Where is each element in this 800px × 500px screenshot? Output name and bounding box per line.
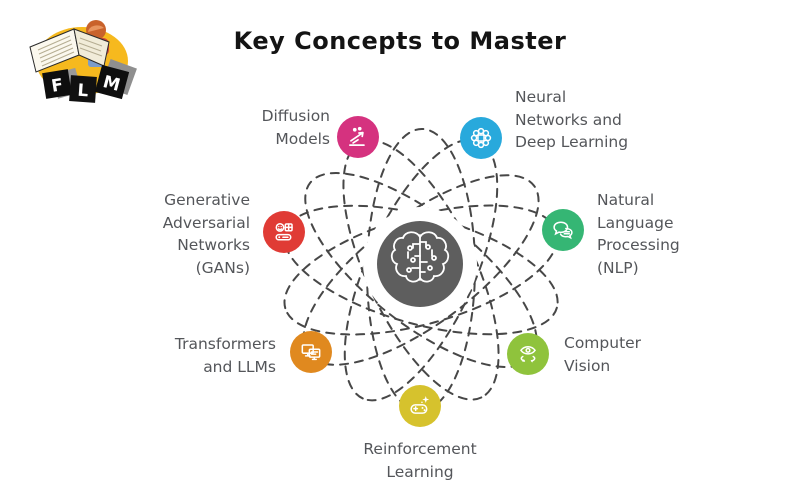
adversarial-icon bbox=[275, 223, 293, 241]
page-title: Key Concepts to Master bbox=[233, 27, 567, 55]
chat-bubbles-icon bbox=[553, 221, 573, 240]
concept-label-nlp: Natural Language Processing (NLP) bbox=[597, 191, 680, 277]
brain-circuit-icon bbox=[390, 231, 450, 283]
concept-bubble-computer-vision bbox=[507, 333, 549, 375]
concept-label-reinforcement-learning: Reinforcement Learning bbox=[363, 440, 477, 481]
screens-icon bbox=[301, 344, 321, 361]
book-icon bbox=[29, 28, 110, 73]
flm-logo: F L M bbox=[29, 20, 137, 103]
logo-letter-f: F bbox=[50, 75, 65, 97]
eye-rotate-icon bbox=[520, 345, 536, 363]
diffusion-icon bbox=[349, 126, 365, 146]
logo-letter-tiles: F L M bbox=[42, 59, 137, 103]
concept-label-neural-networks: Neural Networks and Deep Learning bbox=[515, 88, 629, 151]
concept-bubble-gans bbox=[263, 211, 305, 253]
concept-bubble-diffusion-models bbox=[337, 116, 379, 158]
neural-chip-icon bbox=[470, 127, 492, 149]
concept-bubble-neural-networks bbox=[460, 117, 502, 159]
logo-letter-m: M bbox=[101, 72, 123, 96]
concept-label-transformers-llms: Transformers and LLMs bbox=[174, 335, 276, 376]
concept-label-computer-vision: Computer Vision bbox=[564, 334, 642, 375]
concept-label-gans: Generative Adversarial Networks (GANs) bbox=[162, 191, 250, 277]
logo-letter-l: L bbox=[77, 81, 89, 102]
concept-bubble-nlp bbox=[542, 209, 584, 251]
concept-bubble-reinforcement-learning bbox=[399, 385, 441, 427]
game-controller-icon bbox=[410, 396, 430, 414]
concept-label-diffusion-models: Diffusion Models bbox=[261, 107, 330, 148]
concept-bubble-transformers-llms bbox=[290, 331, 332, 373]
